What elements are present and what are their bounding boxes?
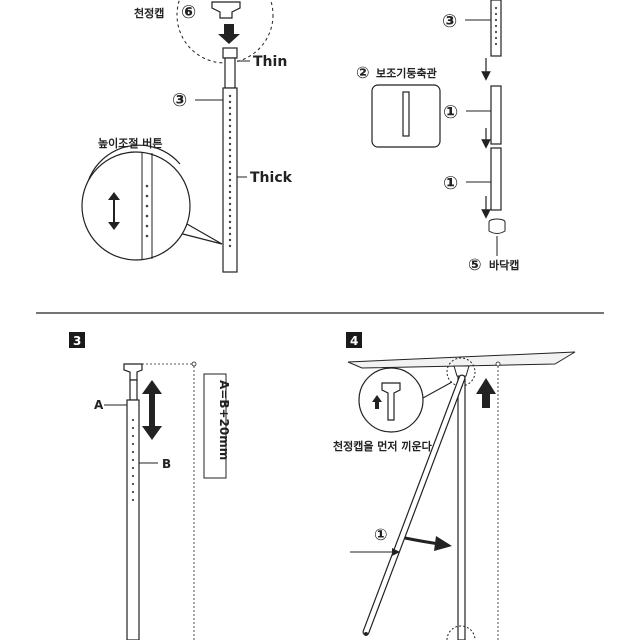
tube1-lower-number: ① <box>443 173 458 194</box>
cap6-number: ⑥ <box>181 2 196 23</box>
vertical-pole <box>457 375 466 641</box>
tilted-pole <box>362 374 466 636</box>
up-arrow-icon <box>476 378 496 408</box>
a-label: A <box>94 398 104 412</box>
ceiling-cap-6 <box>211 1 241 19</box>
rotation-arrow-icon <box>404 536 452 551</box>
instruction-text: 천정캡을 먼저 끼운다. <box>333 439 436 453</box>
ceiling-plane <box>347 351 576 369</box>
shaft2-label: 보조기둥축관 <box>376 66 437 80</box>
tube-1-upper <box>490 85 502 145</box>
panel-1: ⑥ 천정캡 Thin ③ Thic <box>81 0 293 273</box>
step4-badge <box>346 332 362 348</box>
tube-3 <box>490 0 502 57</box>
cap6-label: 천정캡 <box>134 6 164 20</box>
small-up-arrow-icon <box>372 395 382 409</box>
panel-2: ③ ② 보조기둥축관 ① ① ⑤ 바닥캡 <box>356 0 519 274</box>
tube3-number-p2: ③ <box>442 11 457 32</box>
cap-zoom-circle <box>176 0 274 64</box>
tube-connector <box>222 47 238 59</box>
thick-label: Thick <box>250 170 293 186</box>
shaft2-number: ② <box>356 63 370 82</box>
zoom-holes <box>145 184 149 238</box>
panel-4: 4 천정캡을 먼저 끼운다. <box>333 332 576 644</box>
step4-number: 4 <box>350 334 358 348</box>
formula-text: A=B+20mm <box>217 380 231 460</box>
updown-arrow-icon <box>142 380 162 440</box>
formula-box <box>203 373 227 479</box>
tube-1-lower <box>490 147 502 211</box>
thin-label: Thin <box>253 54 287 70</box>
tube3-number: ③ <box>172 90 187 111</box>
tube-holes <box>228 94 232 248</box>
cap5-label: 바닥캡 <box>489 258 519 272</box>
b-label: B <box>162 457 171 471</box>
button-label: 높이조절 버튼 <box>98 136 163 150</box>
thin-tube <box>224 57 236 89</box>
panel-3: 3 A B A=B+20mm <box>69 332 231 641</box>
step3-number: 3 <box>73 334 81 348</box>
updown-arrow-icon <box>108 192 120 230</box>
cap5-number: ⑤ <box>468 255 482 274</box>
cap-zoom-detail <box>358 367 453 433</box>
down-arrow-icon <box>218 24 240 44</box>
bottom-cap-5 <box>488 218 506 234</box>
tube1-upper-number: ① <box>443 102 458 123</box>
shaft-2 <box>402 91 410 137</box>
step3-badge <box>69 332 85 348</box>
tube1-number: ① <box>374 525 388 544</box>
